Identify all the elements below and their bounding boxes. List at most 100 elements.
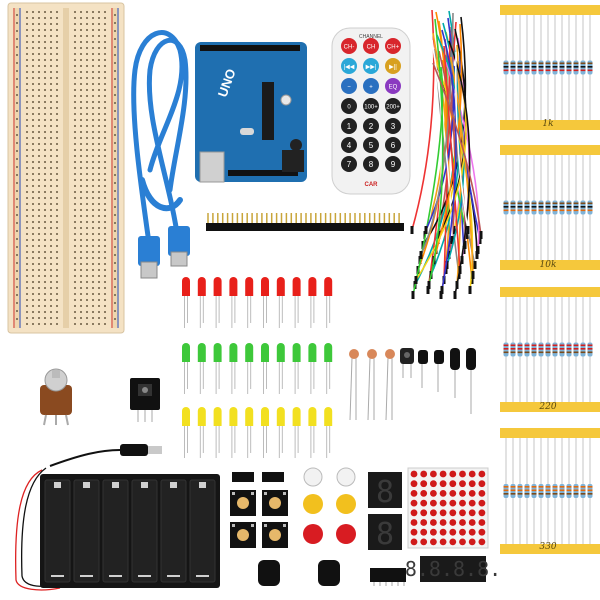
seven-segment-digit-top: 8 bbox=[376, 475, 394, 510]
jumper-wire-end bbox=[439, 291, 443, 299]
jumper-wire-bundle bbox=[410, 9, 483, 299]
led bbox=[229, 343, 238, 362]
remote-button-label: ▶|| bbox=[389, 65, 397, 71]
led bbox=[292, 343, 301, 362]
resistor-tape-group: 330 bbox=[500, 428, 600, 554]
jumper-wire-end bbox=[419, 251, 423, 259]
remote-button bbox=[341, 98, 357, 114]
transistors-and-ir-leds bbox=[418, 348, 476, 414]
remote-button-label: |◀◀ bbox=[344, 65, 355, 71]
jumper-wire-end bbox=[437, 231, 441, 239]
remote-digit-label: 2 bbox=[369, 122, 374, 131]
jumper-wire-end bbox=[410, 226, 414, 234]
remote-digit-button bbox=[363, 156, 379, 172]
jumper-wire bbox=[441, 29, 457, 291]
ir-receiver bbox=[400, 348, 414, 378]
jumper-wire-end bbox=[463, 241, 467, 249]
remote-digit-label: 5 bbox=[369, 141, 374, 150]
tactile-button bbox=[230, 522, 256, 548]
led bbox=[229, 407, 238, 426]
remote-digit-label: 9 bbox=[391, 160, 396, 169]
four-digit-display-text: 8.8.8.8. bbox=[405, 557, 501, 581]
usb-plug-b bbox=[168, 226, 190, 267]
remote-button bbox=[385, 98, 401, 114]
seven-segment-digit-bottom: 8 bbox=[376, 517, 394, 552]
led bbox=[324, 277, 333, 296]
battery-holder-6xaa bbox=[15, 444, 220, 591]
ic-chip bbox=[370, 568, 406, 586]
remote-button bbox=[385, 58, 401, 74]
led bbox=[308, 277, 317, 296]
jumper-wire bbox=[448, 40, 471, 296]
resistor-tape-label: 10k bbox=[540, 260, 557, 270]
jumper-wire bbox=[420, 12, 454, 256]
jumper-wire-end bbox=[475, 251, 479, 259]
remote-header-text: CHANNEL bbox=[359, 34, 383, 40]
led bbox=[261, 277, 269, 296]
led bbox=[324, 407, 333, 426]
jumper-wire-end bbox=[468, 286, 472, 294]
remote-button-label: ▶▶| bbox=[366, 65, 377, 71]
remote-button-label: EQ bbox=[389, 85, 398, 91]
remote-digit-label: 7 bbox=[347, 160, 352, 169]
remote-button bbox=[341, 78, 357, 94]
resistor-tape-group: 10k bbox=[500, 145, 600, 270]
jumper-wire-end bbox=[414, 276, 418, 284]
led bbox=[308, 343, 317, 362]
buzzers bbox=[258, 560, 340, 586]
resistor-tape bbox=[500, 145, 600, 155]
resistor-tape bbox=[500, 260, 600, 270]
led bbox=[182, 277, 190, 296]
remote-digit-button bbox=[385, 137, 401, 153]
jumper-wire-end bbox=[440, 286, 444, 294]
jumper-wire bbox=[454, 51, 469, 231]
remote-button-label: 100+ bbox=[364, 105, 378, 111]
seven-segment-single-digits: 8 8 bbox=[368, 472, 402, 552]
battery-slots bbox=[44, 479, 216, 583]
led bbox=[197, 407, 206, 426]
remote-digit-button bbox=[341, 156, 357, 172]
remote-logo-text: CAR bbox=[365, 182, 379, 188]
resistor-tape-label: 220 bbox=[538, 402, 556, 412]
resistor-tape bbox=[500, 120, 600, 130]
remote-digit-label: 3 bbox=[391, 122, 396, 131]
resistor-tape bbox=[500, 402, 600, 412]
breadboard-holes bbox=[16, 11, 116, 325]
jumper-wire-end bbox=[447, 251, 451, 259]
led bbox=[261, 407, 269, 426]
resistor-tape-label: 330 bbox=[539, 542, 556, 552]
arduino-uno-board: UNO bbox=[195, 42, 307, 183]
led bbox=[261, 343, 269, 362]
led bbox=[182, 407, 190, 426]
tactile-button bbox=[262, 490, 288, 516]
led bbox=[292, 407, 301, 426]
remote-button bbox=[363, 58, 379, 74]
remote-digit-label: 6 bbox=[391, 141, 396, 150]
jumper-wire-end bbox=[478, 236, 482, 244]
jumper-wire-end bbox=[445, 261, 449, 269]
remote-button-label: 0 bbox=[347, 105, 351, 111]
jumper-wire-end bbox=[476, 246, 480, 254]
led bbox=[245, 343, 254, 362]
remote-digit-button bbox=[341, 137, 357, 153]
button-cap-small bbox=[232, 472, 254, 482]
resistor-tape bbox=[500, 544, 600, 554]
remote-digit-button bbox=[363, 118, 379, 134]
jumper-wire-end bbox=[466, 226, 470, 234]
remote-button-label: 200+ bbox=[386, 105, 400, 111]
remote-button bbox=[341, 58, 357, 74]
remote-digit-label: 8 bbox=[369, 160, 374, 169]
jumper-wire-end bbox=[426, 286, 430, 294]
button-cap-small bbox=[262, 472, 284, 482]
led bbox=[276, 277, 285, 296]
remote-digit-button bbox=[385, 156, 401, 172]
sensor-module bbox=[130, 378, 160, 422]
led bbox=[245, 407, 254, 426]
jumper-wire-end bbox=[471, 271, 475, 279]
remote-button bbox=[363, 98, 379, 114]
led bbox=[276, 343, 285, 362]
remote-button-label: − bbox=[347, 85, 351, 91]
